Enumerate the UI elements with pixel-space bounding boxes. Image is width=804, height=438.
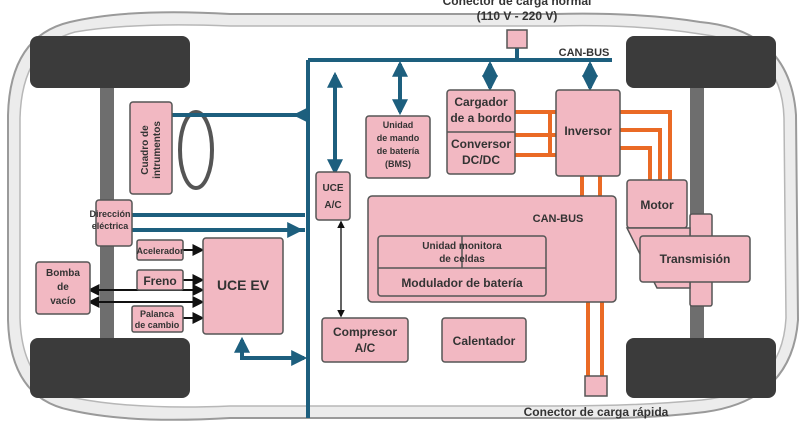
label-palanca-2: de cambio xyxy=(135,320,180,330)
label-inversor: Inversor xyxy=(564,124,612,138)
label-direccion-1: Dirección xyxy=(89,209,130,219)
box-transmision: Transmisión xyxy=(625,213,751,307)
steering-wheel-icon xyxy=(178,110,214,190)
box-uce-ac: UCE A/C xyxy=(315,171,351,221)
label-compresor-2: A/C xyxy=(355,341,376,355)
label-monitora-2: de celdas xyxy=(439,254,485,265)
label-bms-4: (BMS) xyxy=(385,159,411,169)
label-cuadro-2: intrumentos xyxy=(152,121,163,179)
label-bms-2: de mando xyxy=(377,133,420,143)
box-palanca: Palanca de cambio xyxy=(131,305,184,333)
label-palanca-1: Palanca xyxy=(140,309,175,319)
label-can-bus-top: CAN-BUS xyxy=(559,47,610,59)
label-conector-rapida: Conector de carga rápida xyxy=(524,405,669,419)
label-compresor-1: Compresor xyxy=(333,325,397,339)
label-can-bus-mid: CAN-BUS xyxy=(533,213,584,225)
label-conversor-2: DC/DC xyxy=(462,153,500,167)
label-uce-ac-2: A/C xyxy=(324,200,341,211)
box-bomba-vacio: Bomba de vacío xyxy=(35,261,91,315)
box-acelerador: Acelerador xyxy=(136,239,184,261)
label-conector-normal-2: (110 V - 220 V) xyxy=(477,9,558,23)
label-uce-ev: UCE EV xyxy=(217,277,270,293)
label-cargador-2: de a bordo xyxy=(450,111,511,125)
label-cargador-1: Cargador xyxy=(454,95,508,109)
box-cuadro-instrumentos: Cuadro de intrumentos xyxy=(129,101,173,195)
label-monitora-1: Unidad monitora xyxy=(422,241,502,252)
control-arrows xyxy=(87,220,345,324)
wheel-rear-right xyxy=(626,338,776,398)
label-bomba-2: de xyxy=(57,282,69,293)
box-inversor: Inversor xyxy=(555,89,621,177)
label-uce-ac-1: UCE xyxy=(322,183,343,194)
label-bms-1: Unidad xyxy=(383,120,414,130)
wheel-front-right xyxy=(30,338,190,398)
box-cargador-conversor: Cargador de a bordo Conversor DC/DC xyxy=(446,89,516,175)
label-conector-normal-1: Conector de carga normal xyxy=(443,0,592,8)
box-compresor-ac: Compresor A/C xyxy=(321,317,409,363)
box-uce-ev: UCE EV xyxy=(202,237,284,335)
label-transmision: Transmisión xyxy=(660,252,731,266)
wheel-rear-left xyxy=(626,36,776,88)
label-bomba-3: vacío xyxy=(50,296,76,307)
label-bomba-1: Bomba xyxy=(46,268,80,279)
label-cuadro-1: Cuadro de xyxy=(140,125,151,175)
label-conversor-1: Conversor xyxy=(451,137,511,151)
label-bms-3: de batería xyxy=(377,146,421,156)
label-calentador: Calentador xyxy=(453,334,516,348)
power-lines xyxy=(513,110,672,378)
box-freno: Freno xyxy=(136,269,184,291)
label-modulador: Modulador de batería xyxy=(401,276,523,290)
label-motor: Motor xyxy=(640,198,674,212)
connector-normal-plug xyxy=(506,29,528,49)
label-freno: Freno xyxy=(143,274,176,288)
wheel-front-left xyxy=(30,36,190,88)
box-motor: Motor xyxy=(626,179,688,229)
box-calentador: Calentador xyxy=(441,317,527,363)
box-bateria-pack: Unidad monitora de celdas Modulador de b… xyxy=(367,195,617,303)
label-acelerador: Acelerador xyxy=(136,246,184,256)
box-bms: Unidad de mando de batería (BMS) xyxy=(365,115,431,179)
connector-rapida-plug xyxy=(584,375,608,397)
label-direccion-2: eléctrica xyxy=(92,221,130,231)
box-direccion-electrica: Dirección eléctrica xyxy=(89,199,133,247)
